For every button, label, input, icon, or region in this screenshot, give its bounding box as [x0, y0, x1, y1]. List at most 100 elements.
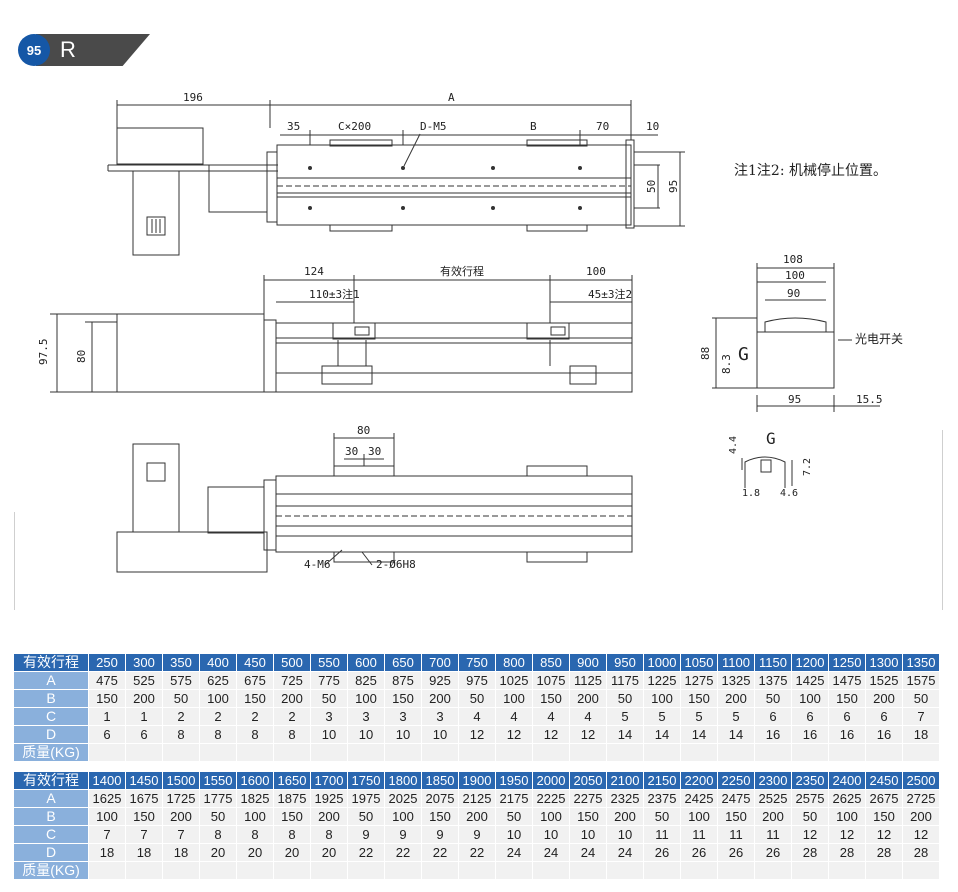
table-cell [754, 861, 792, 880]
table-cell: 12 [828, 825, 866, 844]
table-cell: 500 [273, 654, 311, 672]
table-cell: 12 [902, 825, 940, 844]
table-cell: 3 [310, 707, 348, 726]
row-label: D [14, 843, 89, 862]
table-cell: 16 [865, 725, 903, 744]
table-cell: 1525 [865, 671, 903, 690]
table-cell [717, 861, 755, 880]
table-cell: 100 [532, 807, 570, 826]
table-cell: 1425 [791, 671, 829, 690]
table-cell: 9 [421, 825, 459, 844]
dim-90: 90 [787, 287, 800, 300]
table-cell [347, 861, 385, 880]
side-rail [275, 322, 633, 393]
table-cell: 8 [273, 825, 311, 844]
bottom-view: 80 30 30 4-M6 2-Ø6H8 [116, 424, 633, 573]
table-cell [273, 743, 311, 762]
table-cell: 18 [88, 843, 126, 862]
table-cell: 2 [199, 707, 237, 726]
table-cell: 14 [606, 725, 644, 744]
table-cell [310, 861, 348, 880]
technical-drawing: 196 A 35 C×200 D-M5 B 70 10 50 95 [37, 91, 903, 573]
table-cell: 24 [495, 843, 533, 862]
table-cell: 50 [347, 807, 385, 826]
table-cell [162, 861, 200, 880]
dim-15-5: 15.5 [856, 393, 883, 406]
dim-95-sec: 95 [788, 393, 801, 406]
m6-label: 4-M6 [304, 558, 331, 571]
series-letter: R [60, 37, 76, 62]
dim-35: 35 [287, 120, 300, 133]
table-cell [828, 861, 866, 880]
table-cell: 150 [88, 689, 126, 708]
dim-95: 95 [667, 180, 680, 193]
table-cell: 11 [680, 825, 718, 844]
table-cell: 3 [384, 707, 422, 726]
table-cell [643, 861, 681, 880]
table-cell [865, 861, 903, 880]
dim-stroke: 有效行程 [440, 264, 484, 278]
table-cell: 6 [754, 707, 792, 726]
table-cell [310, 743, 348, 762]
table-cell: 50 [458, 689, 496, 708]
table-cell: 50 [902, 689, 940, 708]
table-cell [384, 861, 422, 880]
table-cell: 1825 [236, 789, 274, 808]
table-cell [236, 743, 274, 762]
table-cell: 2325 [606, 789, 644, 808]
table-cell: 3 [347, 707, 385, 726]
table-cell: 6 [828, 707, 866, 726]
table-cell: 2 [273, 707, 311, 726]
table-cell: 7 [162, 825, 200, 844]
table-cell: 600 [347, 654, 385, 672]
table-cell: 2 [162, 707, 200, 726]
dim-30a: 30 [345, 445, 358, 458]
table-cell: 8 [199, 825, 237, 844]
table-cell: 150 [717, 807, 755, 826]
table-cell: 100 [680, 807, 718, 826]
table-cell: 1325 [717, 671, 755, 690]
table-cell [495, 861, 533, 880]
table-cell: 28 [828, 843, 866, 862]
table-cell: 350 [162, 654, 200, 672]
table-cell: 28 [902, 843, 940, 862]
frame-line-right [942, 430, 943, 610]
table-cell: 900 [569, 654, 607, 672]
table-row: 质量(KG) [14, 861, 940, 880]
table-cell: 2 [236, 707, 274, 726]
table-cell: 2300 [754, 772, 792, 790]
dim-80-side: 80 [75, 350, 88, 363]
table-cell: 1350 [902, 654, 940, 672]
row-label: C [14, 825, 89, 844]
table-cell [421, 861, 459, 880]
table-cell: 12 [865, 825, 903, 844]
table-cell: 11 [717, 825, 755, 844]
table-cell: 1125 [569, 671, 607, 690]
table-cell: 28 [791, 843, 829, 862]
table-cell: 250 [88, 654, 126, 672]
top-view: 196 A 35 C×200 D-M5 B 70 10 50 95 [107, 91, 685, 256]
table-cell: 14 [680, 725, 718, 744]
table-cell: 2350 [791, 772, 829, 790]
table-cell: 12 [791, 825, 829, 844]
table-cell [532, 743, 570, 762]
table-cell: 5 [680, 707, 718, 726]
table-cell [680, 743, 718, 762]
table-cell: 11 [643, 825, 681, 844]
table-cell: 200 [754, 807, 792, 826]
table-cell: 1650 [273, 772, 311, 790]
table-cell: 10 [310, 725, 348, 744]
table-cell: 150 [680, 689, 718, 708]
table-cell [199, 861, 237, 880]
table-cell: 10 [421, 725, 459, 744]
table-cell: 1600 [236, 772, 274, 790]
table-cell: 50 [791, 807, 829, 826]
table-cell: 50 [199, 807, 237, 826]
frame-line-left [14, 512, 17, 610]
h8-label: 2-Ø6H8 [376, 558, 416, 571]
table-cell [236, 861, 274, 880]
table-cell: 2375 [643, 789, 681, 808]
table-cell: 26 [754, 843, 792, 862]
